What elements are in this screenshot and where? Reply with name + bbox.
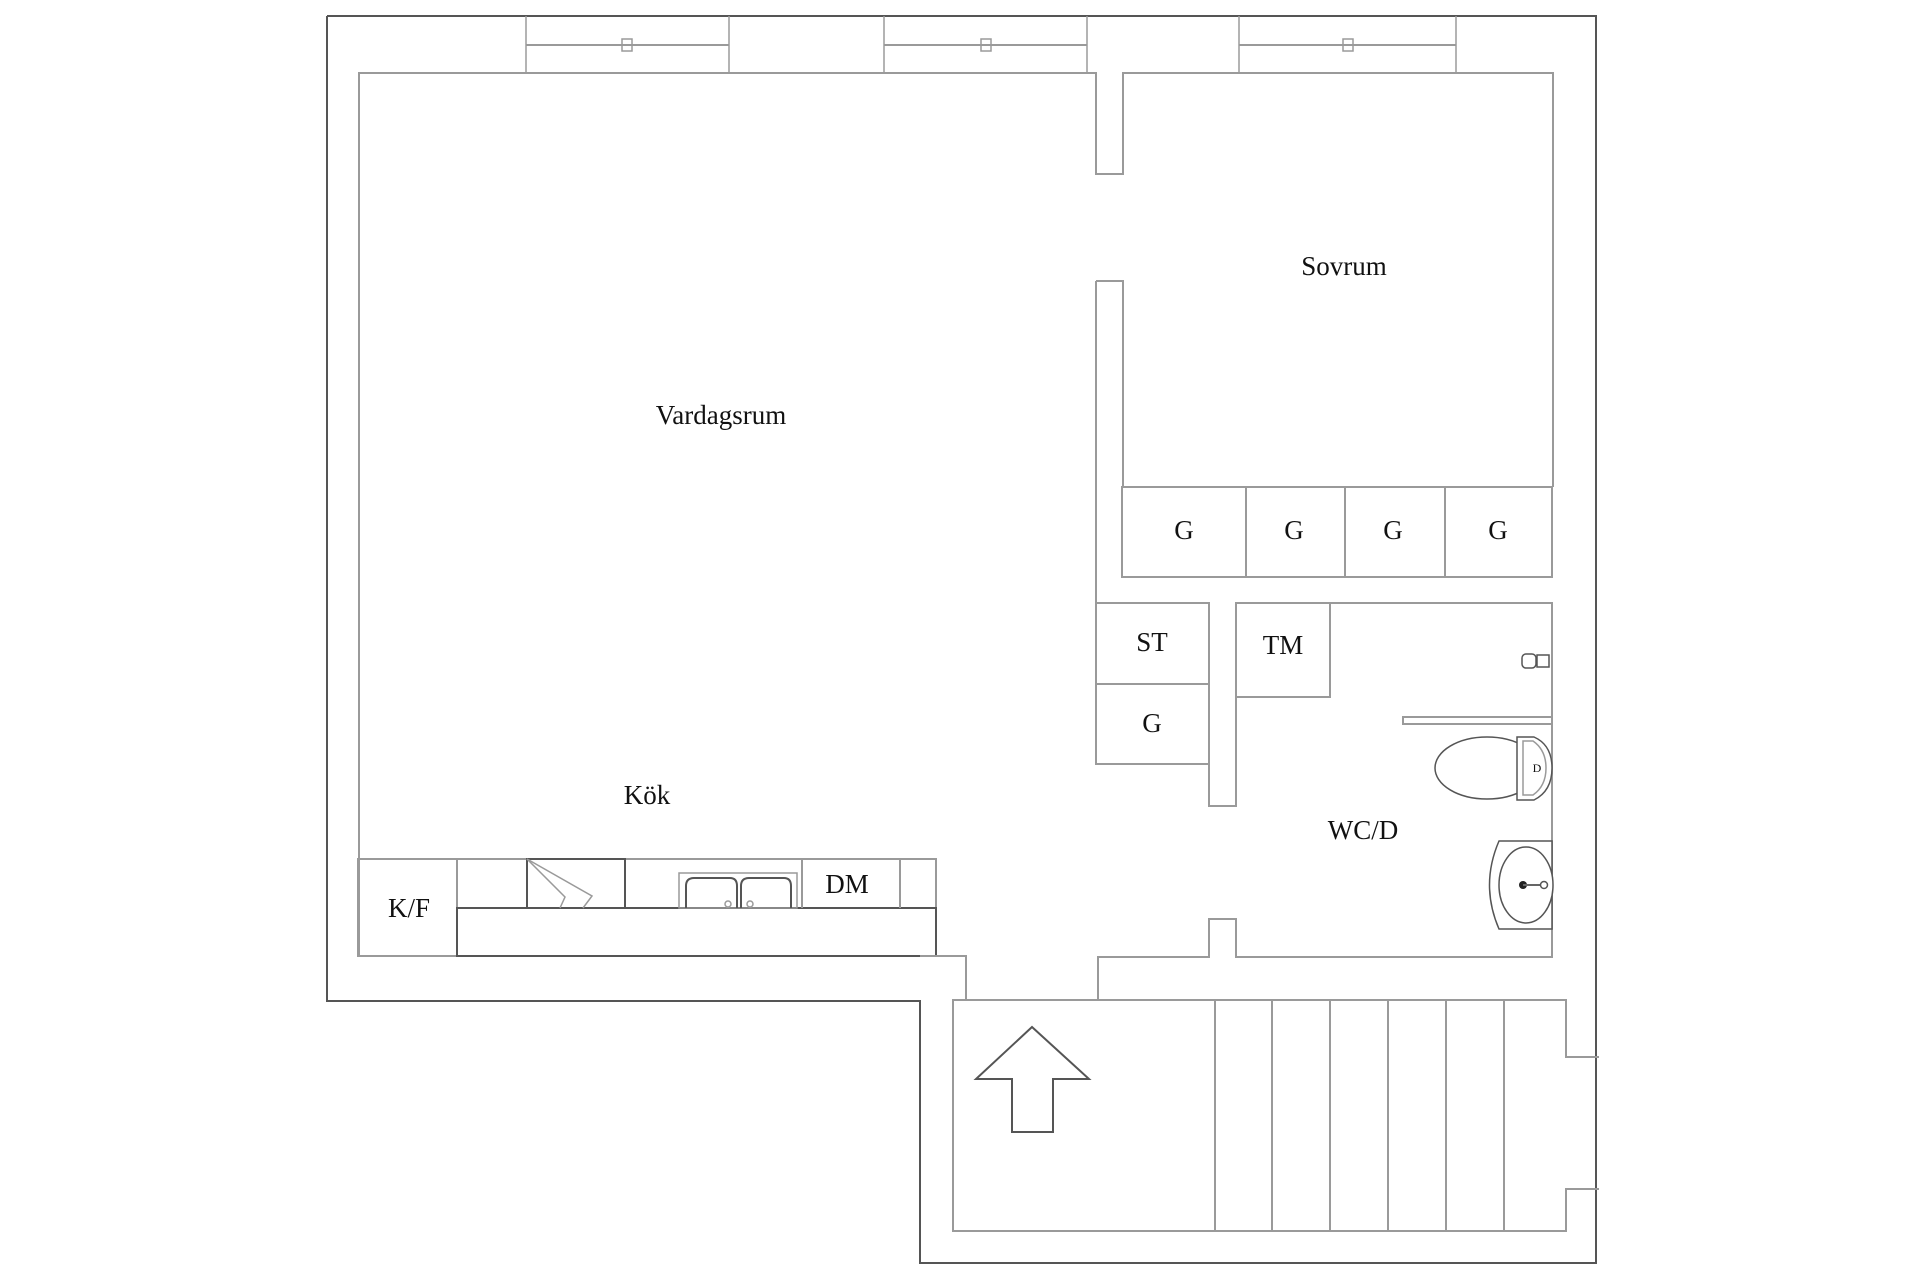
room-label-bathroom: WC/D bbox=[1328, 815, 1399, 845]
svg-text:D: D bbox=[1533, 761, 1542, 775]
bedroom-wardrobes bbox=[1121, 486, 1553, 578]
outer-wall bbox=[326, 15, 1597, 1264]
window-1 bbox=[525, 16, 730, 73]
toilet-icon: D bbox=[1434, 736, 1553, 801]
kitchen-counter bbox=[357, 858, 967, 1000]
wardrobe-label: G bbox=[1284, 515, 1304, 545]
window-handle-icon bbox=[621, 38, 633, 52]
window-handle-icon bbox=[980, 38, 992, 52]
wardrobe-label: G bbox=[1488, 515, 1508, 545]
hall-cabinets bbox=[1095, 602, 1237, 807]
shower-rail bbox=[1402, 716, 1553, 725]
fixture-label-dishwasher: DM bbox=[825, 869, 869, 899]
stove-icon bbox=[526, 858, 626, 909]
window-handle-icon bbox=[1342, 38, 1354, 52]
room-label-bedroom: Sovrum bbox=[1301, 251, 1387, 281]
double-sink-icon bbox=[678, 872, 798, 909]
entrance-arrow-icon bbox=[973, 1025, 1092, 1133]
fixture-label-hall-wardrobe: G bbox=[1142, 708, 1162, 738]
wardrobe-label: G bbox=[1383, 515, 1403, 545]
room-label-kitchen: Kök bbox=[624, 780, 671, 810]
wardrobe-label: G bbox=[1174, 515, 1194, 545]
washbasin-icon bbox=[1488, 840, 1554, 930]
fixture-label-washing-machine: TM bbox=[1263, 630, 1304, 660]
washing-machine-box bbox=[1235, 602, 1331, 698]
room-label-living: Vardagsrum bbox=[656, 400, 786, 430]
fixture-label-drying-cabinet: ST bbox=[1136, 627, 1168, 657]
living-room-walls bbox=[358, 72, 1554, 956]
stairs-icon bbox=[1214, 1000, 1505, 1231]
bathroom-walls bbox=[1097, 602, 1553, 1000]
window-2 bbox=[883, 16, 1088, 73]
window-3 bbox=[1238, 16, 1457, 73]
stair-hall-walls bbox=[920, 955, 1599, 1232]
shower-head-icon bbox=[1521, 653, 1550, 669]
fixture-label-fridge-freezer: K/F bbox=[388, 893, 430, 923]
